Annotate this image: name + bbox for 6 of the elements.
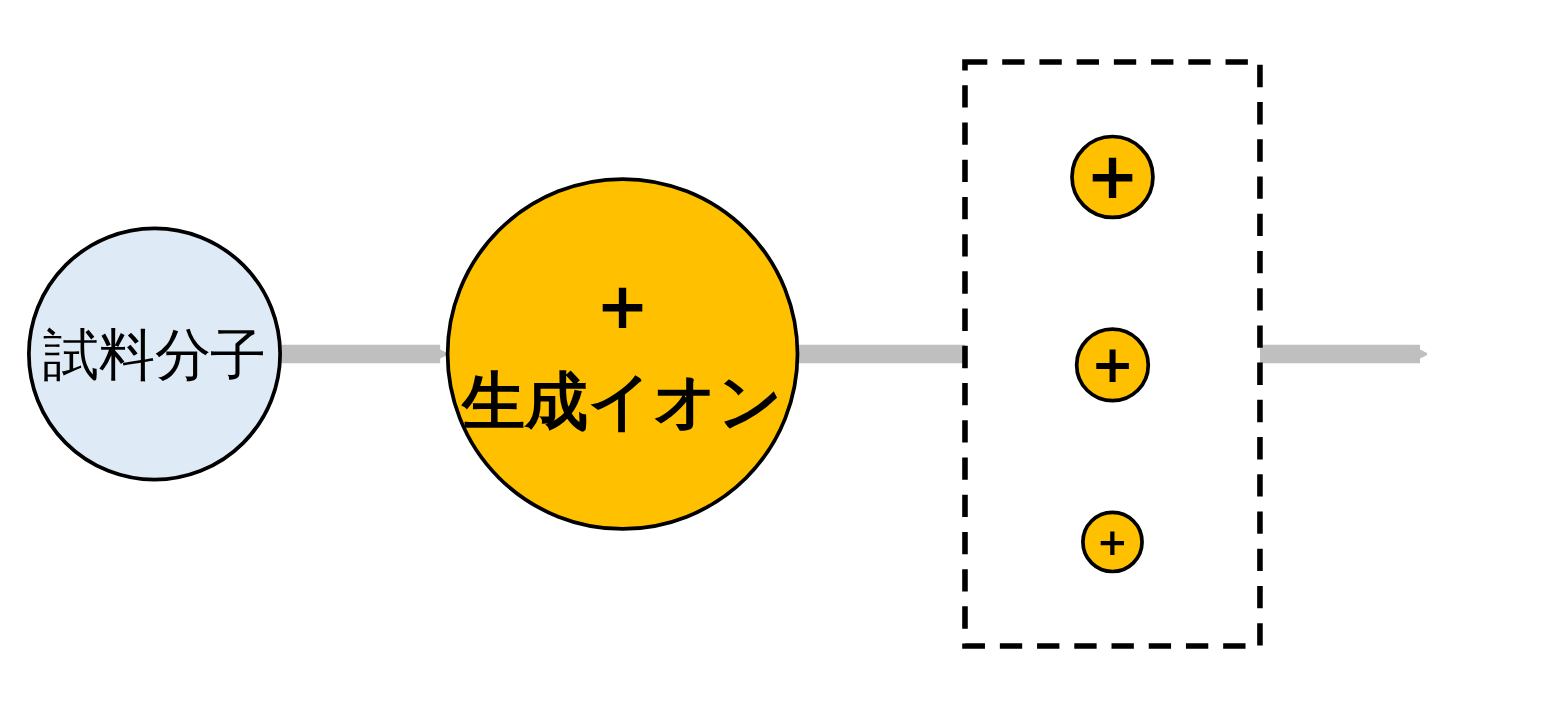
node-circle: + [1074,326,1151,403]
node-circle: + 生成イオン [445,176,800,531]
cluster [962,58,1263,649]
node-circle: 試料分子 [27,226,282,481]
node-circle: + [1070,134,1155,219]
node-circle: + [1081,510,1144,573]
